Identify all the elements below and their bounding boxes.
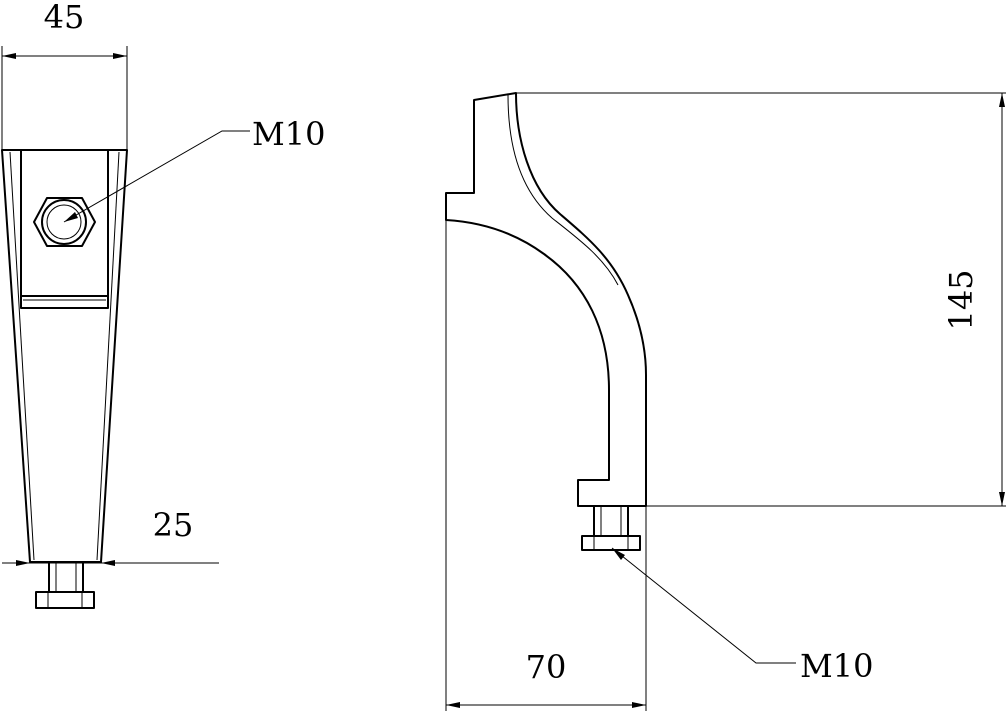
hex-nut-bore [41,199,87,245]
dim-45-arrow-left [2,53,16,59]
front-view-bolt-shank [48,561,84,593]
side-view: 145 70 M10 [445,92,1006,711]
dim-70-arrow-right [632,702,646,708]
dim-25-arrow-right [101,560,115,566]
dim-145-arrow-bottom [999,492,1005,506]
side-view-body [445,92,647,507]
m10-leader-side [611,547,796,664]
dim-145-arrow-top [999,93,1005,107]
dim-45-label: 45 [44,0,85,36]
front-view-inner-edge-right [96,151,120,561]
front-view-bolt-head [35,591,95,609]
side-view-bolt-shank [593,505,629,537]
front-view: 45 25 M10 [1,0,325,609]
m10-label-side: M10 [800,647,873,685]
m10-leader-front [63,130,250,223]
side-view-bolt-head [581,535,641,551]
front-view-clamp-plate [20,149,109,309]
front-view-body [1,149,128,563]
dim-145-label: 145 [942,269,980,330]
m10-leader-front-arrow [64,212,78,222]
dim-25-label: 25 [153,506,194,544]
dim-25-arrow-left [16,560,30,566]
front-view-inner-edge-left [9,151,35,561]
dim-45-arrow-right [113,53,127,59]
hex-nut [33,197,96,247]
dim-70-arrow-left [446,702,460,708]
m10-label-front: M10 [252,115,325,153]
hex-nut-thread [46,204,82,240]
side-view-inner-curve [507,94,619,286]
dim-70-label: 70 [526,648,567,686]
m10-leader-side-arrow [612,548,625,560]
